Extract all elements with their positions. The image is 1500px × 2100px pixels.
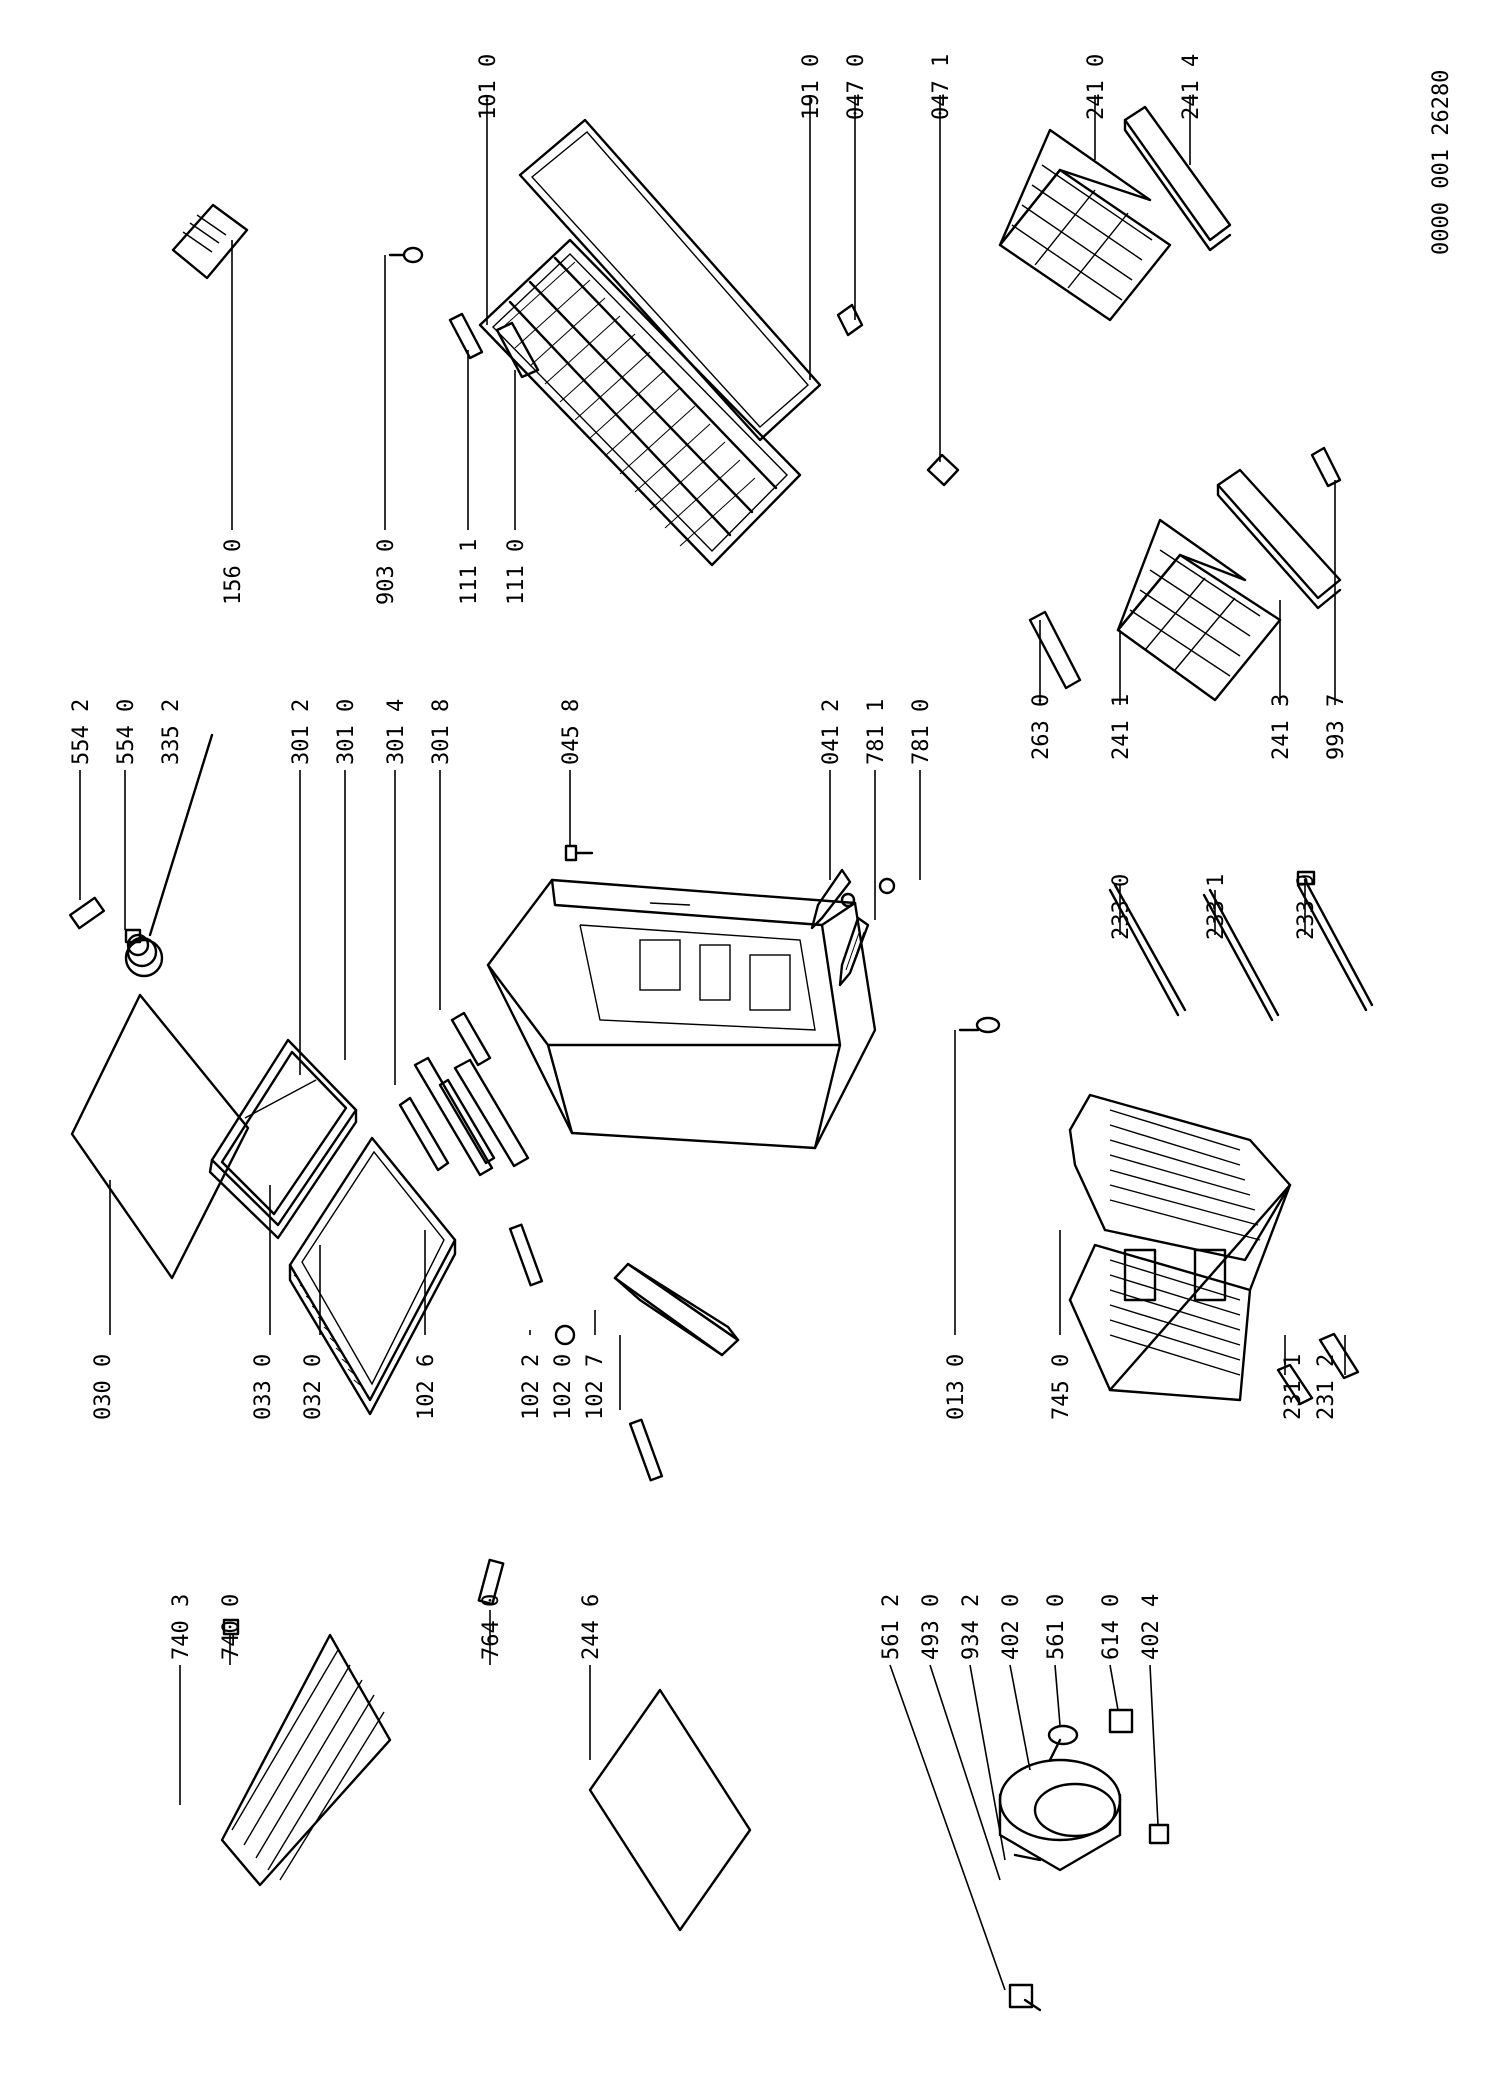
label-111-1: 111 1	[457, 539, 482, 605]
label-041-2: 041 2	[819, 699, 844, 765]
label-554-2: 554 2	[69, 699, 94, 765]
label-191-0: 191 0	[799, 54, 824, 120]
part-condenser	[220, 1558, 505, 1887]
label-033-0: 033 0	[251, 1354, 276, 1420]
part-door-shelf	[508, 1223, 740, 1482]
label-244-6: 244 6	[579, 1594, 604, 1660]
label-102-7: 102 7	[583, 1354, 608, 1420]
label-013-0: 013 0	[944, 1354, 969, 1420]
label-111-0: 111 0	[504, 539, 529, 605]
label-156-0: 156 0	[221, 539, 246, 605]
part-inner-door	[478, 238, 802, 567]
label-561-0: 561 0	[1044, 1594, 1069, 1660]
label-335-2: 335 2	[159, 699, 184, 765]
part-lid-panel	[70, 993, 250, 1280]
label-231-1: 231 1	[1281, 1354, 1306, 1420]
part-labels: 030 0 033 0 032 0 102 6 102 2 102 0 102 …	[69, 54, 1454, 1660]
label-301-2: 301 2	[289, 699, 314, 765]
label-032-0: 032 0	[301, 1354, 326, 1420]
part-door-gasket	[518, 118, 822, 442]
label-402-0: 402 0	[999, 1594, 1024, 1660]
leader-lines	[79, 95, 1346, 1991]
label-241-3: 241 3	[1269, 694, 1294, 760]
part-781-1	[838, 916, 870, 987]
label-047-1: 047 1	[929, 54, 954, 120]
label-745-0: 745 0	[1049, 1354, 1074, 1420]
label-030-0: 030 0	[91, 1354, 116, 1420]
label-554-0: 554 0	[114, 699, 139, 765]
label-493-0: 493 0	[919, 1594, 944, 1660]
part-231	[1276, 1332, 1360, 1406]
label-781-0: 781 0	[909, 699, 934, 765]
label-233-1: 233 1	[1204, 874, 1229, 940]
label-233-0: 233 0	[1109, 874, 1134, 940]
part-drawer-front-small	[1216, 468, 1342, 610]
part-cabinet-body	[486, 878, 877, 1150]
label-231-2: 231 2	[1314, 1354, 1339, 1420]
part-993-7	[1310, 446, 1342, 488]
label-740-3: 740 3	[169, 1594, 194, 1660]
label-241-1: 241 1	[1109, 694, 1134, 760]
part-handle-strips	[398, 1011, 530, 1177]
part-lid-frame	[208, 1038, 358, 1240]
label-263-0: 263 0	[1029, 694, 1054, 760]
label-301-0: 301 0	[334, 699, 359, 765]
label-781-1: 781 1	[864, 699, 889, 765]
part-ice-tray	[171, 203, 249, 280]
part-back-panel	[588, 1688, 752, 1932]
part-045-8	[564, 844, 594, 862]
label-241-0: 241 0	[1084, 54, 1109, 120]
part-781-0	[878, 877, 896, 895]
label-102-2: 102 2	[519, 1354, 544, 1420]
part-111	[448, 312, 540, 379]
label-740-0: 740 0	[219, 1594, 244, 1660]
part-903-0	[388, 246, 424, 264]
label-764-0: 764 0	[479, 1594, 504, 1660]
part-door	[288, 1136, 457, 1416]
part-basket-small	[1116, 518, 1282, 702]
label-301-4: 301 4	[384, 699, 409, 765]
part-basket-large	[998, 128, 1172, 322]
label-102-6: 102 6	[414, 1354, 439, 1420]
part-evaporator-shelves	[1068, 1093, 1292, 1402]
part-041-2	[810, 868, 856, 930]
label-903-0: 903 0	[374, 539, 399, 605]
part-hinges	[836, 303, 960, 487]
document-reference: 0000 001 26280	[1429, 70, 1454, 255]
label-102-0: 102 0	[551, 1354, 576, 1420]
label-934-2: 934 2	[959, 1594, 984, 1660]
label-614-0: 614 0	[1099, 1594, 1124, 1660]
label-402-4: 402 4	[1139, 1594, 1164, 1660]
label-301-8: 301 8	[429, 699, 454, 765]
part-drawer-front-large	[1123, 105, 1232, 252]
part-compressor	[998, 1708, 1170, 2012]
label-101-0: 101 0	[476, 54, 501, 120]
label-045-8: 045 8	[559, 699, 584, 765]
part-thermostat	[68, 733, 214, 978]
part-263-0	[1028, 610, 1082, 690]
label-047-0: 047 0	[844, 54, 869, 120]
label-233-9: 233 9	[1294, 874, 1319, 940]
part-foot	[958, 1016, 1001, 1034]
label-993-7: 993 7	[1324, 694, 1349, 760]
label-241-4: 241 4	[1179, 54, 1204, 120]
part-shelf-rails	[1108, 870, 1374, 1022]
label-561-2: 561 2	[879, 1594, 904, 1660]
